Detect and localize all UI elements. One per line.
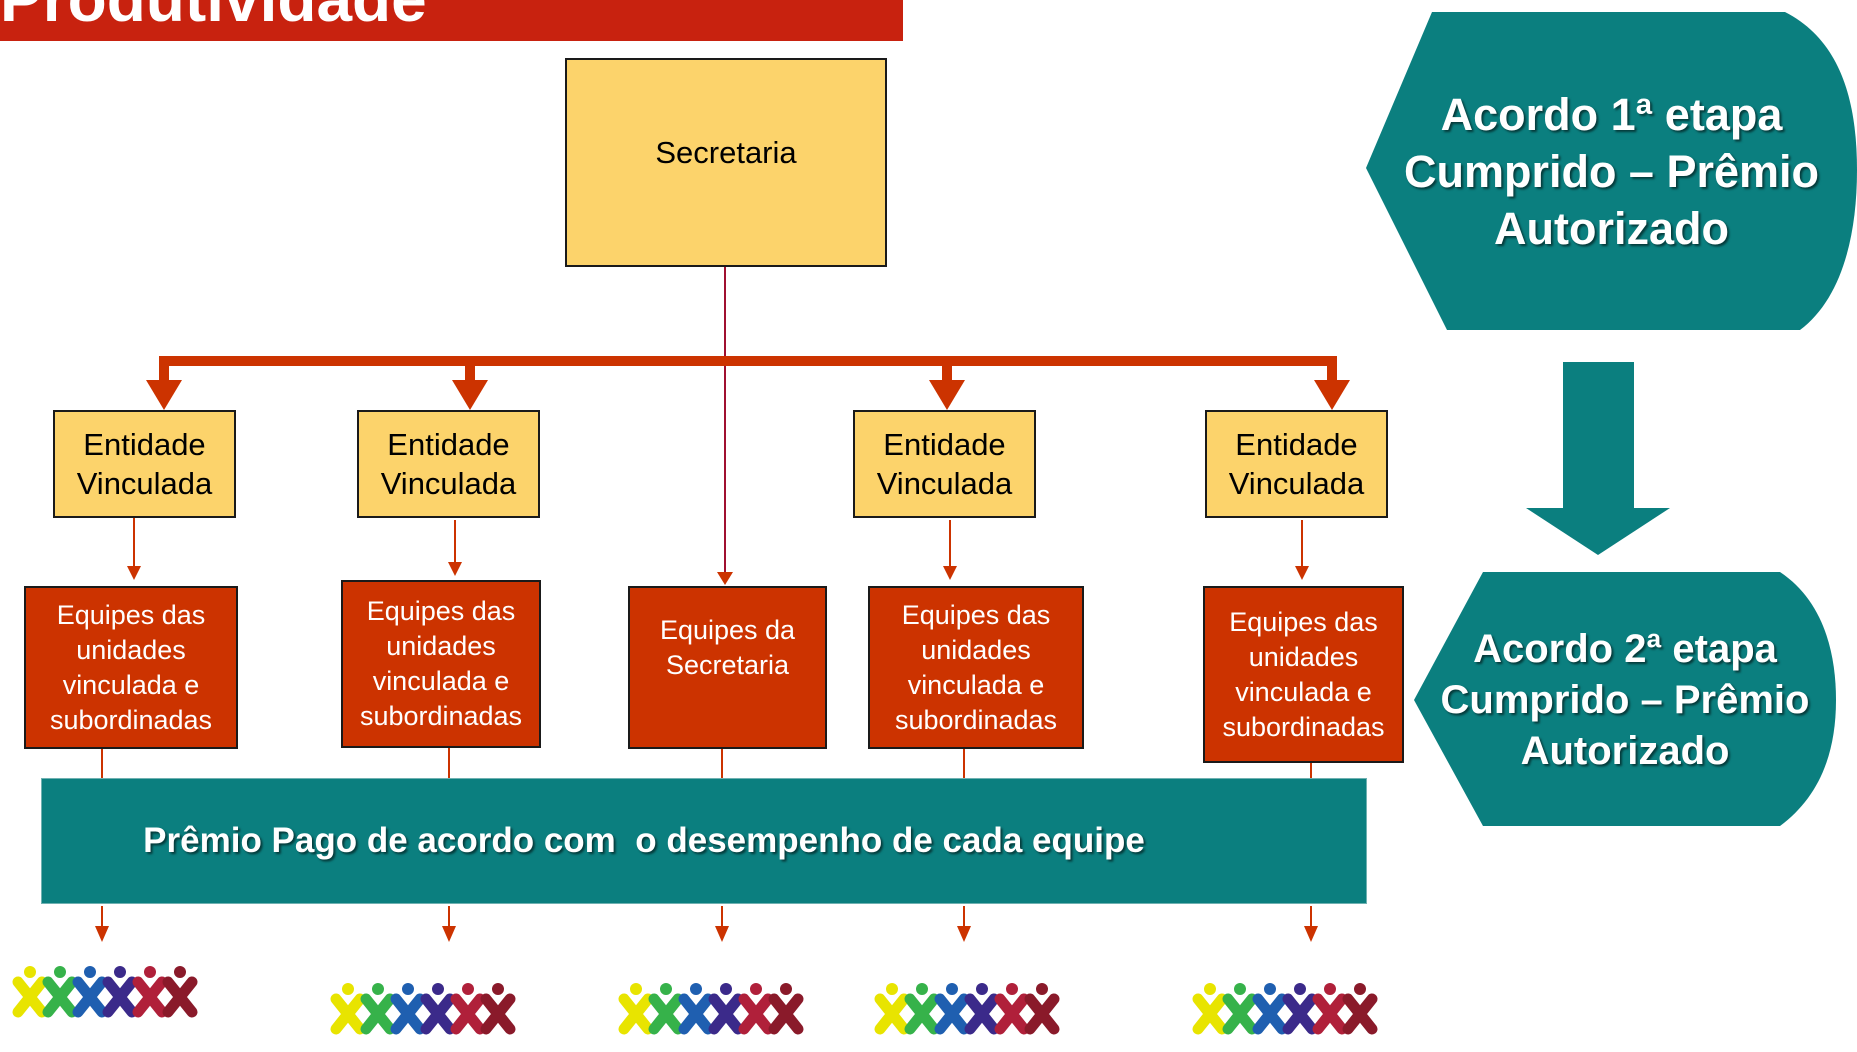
equipes-line: subordinadas [359, 701, 523, 731]
equipes-line: Equipes das [366, 596, 516, 626]
thick-arrows [146, 356, 1350, 410]
equipes-line: vinculada e [1235, 676, 1372, 707]
equipes-line: unidades [921, 634, 1031, 665]
equipes-line: unidades [1248, 641, 1359, 672]
equipes-line: unidades [386, 631, 496, 661]
acordo2-line2: Cumprido – Prêmio [1440, 678, 1810, 722]
equipes-box: Equipes das unidades vinculada e subordi… [341, 580, 541, 748]
equipes-line: Secretaria [665, 649, 790, 680]
lines-equipes-to-bar [101, 748, 1312, 778]
entidade-line1: Entidade [883, 427, 1006, 462]
entidade-line2: Vinculada [380, 466, 517, 501]
equipes-box: Equipes das unidades vinculada e subordi… [24, 586, 238, 749]
secretaria-label: Secretaria [655, 134, 797, 170]
entidade-line1: Entidade [387, 427, 510, 462]
arrows-bar-to-people [95, 906, 1318, 942]
people-chain-icon [1192, 983, 1378, 1035]
acordo2-line3: Autorizado [1520, 729, 1730, 773]
equipes-line: unidades [76, 634, 186, 665]
equipes-line: vinculada e [372, 666, 510, 696]
acordo1-label: Acordo 1ª etapa Cumprido – Prêmio Autori… [1366, 86, 1857, 257]
arrow-to-equipes-secretaria [717, 572, 733, 585]
equipes-line: vinculada e [62, 669, 200, 700]
acordo2-shape [1414, 572, 1836, 826]
entidade-line1: Entidade [1235, 427, 1358, 462]
thin-arrows-entidade [127, 518, 1309, 580]
equipes-line: subordinadas [49, 704, 213, 735]
people-chain-icon [618, 983, 804, 1035]
entidade-line2: Vinculada [876, 466, 1013, 501]
people-chain-icon [874, 983, 1060, 1035]
acordo2-line1: Acordo 2ª etapa [1473, 627, 1777, 671]
equipes-box: Equipes das unidades vinculada e subordi… [868, 586, 1084, 749]
acordo1-line3: Autorizado [1494, 203, 1729, 254]
equipes-line: subordinadas [894, 704, 1058, 735]
acordo1-shape [1366, 12, 1857, 330]
premio-bar: Prêmio Pago de acordo com o desempenho d… [41, 778, 1367, 904]
equipes-box: Equipes das unidades vinculada e subordi… [1203, 586, 1404, 763]
entidade-line2: Vinculada [1228, 466, 1365, 501]
entidade-line2: Vinculada [76, 466, 213, 501]
equipes-line: Equipes das [56, 599, 206, 630]
equipes-line: Equipes das [1229, 606, 1378, 637]
page-title: Produtividade [0, 0, 427, 36]
people-chain-icon [330, 983, 516, 1035]
acordo-down-arrow [1526, 362, 1670, 555]
equipes-line: subordinadas [1222, 711, 1385, 742]
acordo2-label: Acordo 2ª etapa Cumprido – Prêmio Autori… [1414, 624, 1836, 777]
people-chain-icon [12, 966, 198, 1018]
equipes-line: Equipes da [659, 614, 796, 645]
acordo1-line1: Acordo 1ª etapa [1440, 89, 1783, 140]
title-banner: Produtividade [0, 0, 903, 41]
acordo1-line2: Cumprido – Prêmio [1403, 146, 1820, 197]
equipes-box: Equipes da Secretaria [628, 586, 827, 749]
premio-bar-label: Prêmio Pago de acordo com o desempenho d… [143, 821, 1145, 860]
horizontal-branch [163, 356, 1337, 366]
equipes-line: vinculada e [907, 669, 1045, 700]
secretaria-box: Secretaria [565, 58, 887, 267]
equipes-line: Equipes das [901, 599, 1051, 630]
entidade-line1: Entidade [83, 427, 206, 462]
